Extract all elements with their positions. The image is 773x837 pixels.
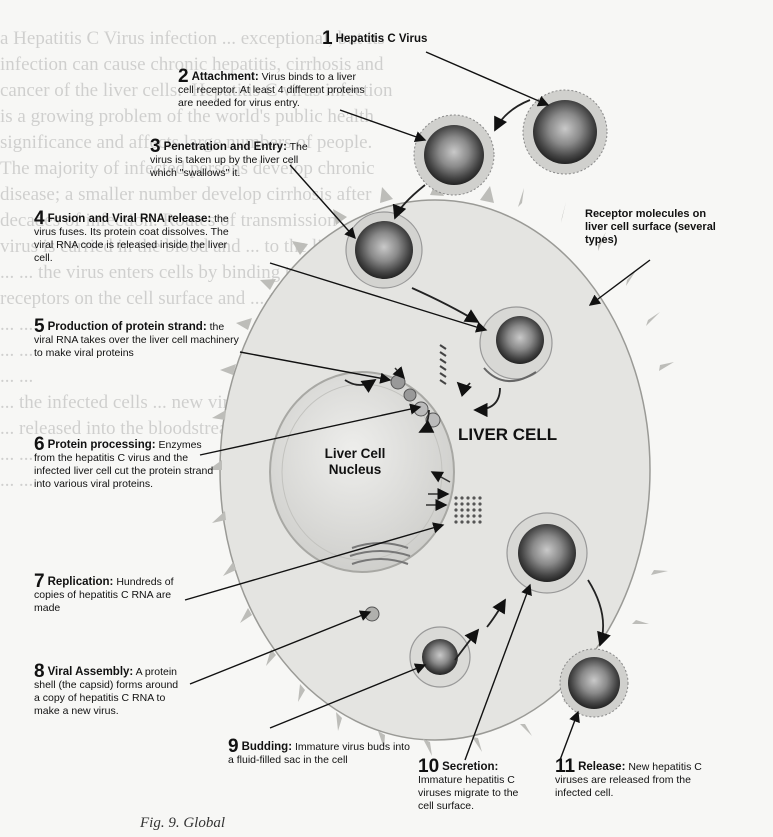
label-2-title: Attachment: — [192, 71, 259, 83]
assembly-dot — [365, 607, 379, 621]
label-4-fusion: 4Fusion and Viral RNA release: the virus… — [34, 212, 234, 265]
label-3-penetration: 3Penetration and Entry: The virus is tak… — [150, 140, 320, 180]
label-10-secretion: 10Secretion: Immature hepatitis C viruse… — [418, 760, 530, 813]
label-10-text: Immature hepatitis C viruses migrate to … — [418, 774, 518, 812]
label-8-title: Viral Assembly: — [48, 666, 134, 678]
label-1-number: 1 — [322, 28, 333, 49]
figure-caption: Fig. 9. Global — [140, 815, 225, 832]
label-7-title: Replication: — [48, 576, 114, 588]
virus-1-outside — [523, 90, 607, 174]
label-6-protein-processing: 6Protein processing: Enzymes from the he… — [34, 438, 224, 491]
liver-cell-label: LIVER CELL — [458, 425, 557, 445]
label-6-title: Protein processing: — [48, 439, 156, 451]
virus-11-released — [560, 649, 628, 717]
nucleus-label: Liver Cell Nucleus — [310, 446, 400, 478]
label-9-title: Budding: — [242, 741, 292, 753]
receptor-label: Receptor molecules on liver cell surface… — [585, 208, 725, 247]
label-8-viral-assembly: 8Viral Assembly: A protein shell (the ca… — [34, 665, 184, 718]
virus-9-bud — [507, 513, 587, 593]
virus-2-attached — [414, 115, 494, 195]
label-10-title: Secretion: — [442, 761, 498, 773]
label-5-title: Production of protein strand: — [48, 321, 207, 333]
label-7-replication: 7Replication: Hundreds of copies of hepa… — [34, 575, 199, 615]
label-9-budding: 9Budding: Immature virus buds into a flu… — [228, 740, 413, 767]
label-1-hepatitis-c-virus: 1Hepatitis C Virus — [322, 32, 492, 46]
label-11-release: 11Release: New hepatitis C viruses are r… — [555, 760, 720, 800]
label-11-title: Release: — [578, 761, 625, 773]
label-1-title: Hepatitis C Virus — [336, 33, 428, 45]
virus-8-assembly — [410, 627, 470, 687]
virus-3-entry — [346, 212, 422, 288]
label-3-title: Penetration and Entry: — [164, 141, 287, 153]
label-2-attachment: 2Attachment: Virus binds to a liver cell… — [178, 70, 368, 110]
label-4-title: Fusion and Viral RNA release: — [48, 213, 212, 225]
label-5-production: 5Production of protein strand: the viral… — [34, 320, 239, 360]
